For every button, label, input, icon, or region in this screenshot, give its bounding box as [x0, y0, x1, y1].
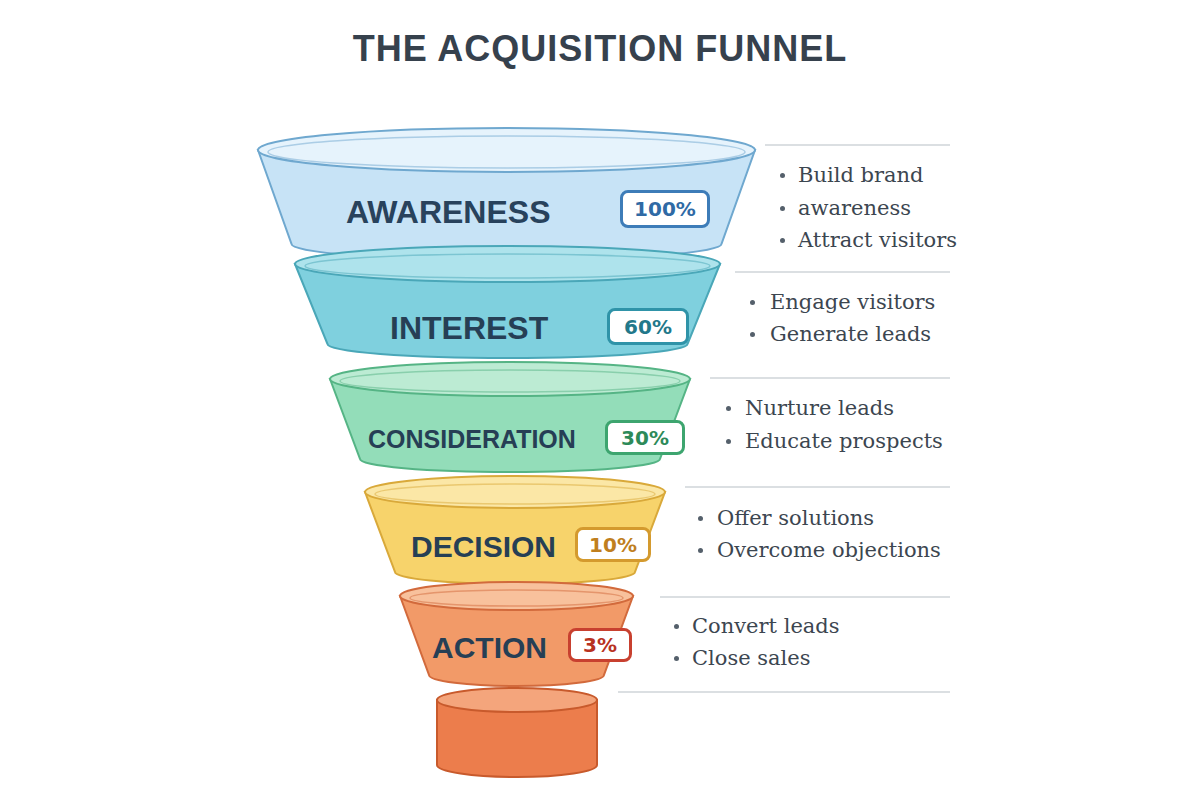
band-rim [330, 362, 690, 396]
funnel-band: CONSIDERATION 30% [330, 362, 690, 472]
band-rim-inner [375, 484, 655, 504]
bullet-dot [698, 548, 703, 553]
stage-name: ACTION [432, 631, 547, 665]
funnel-band: ACTION 3% [400, 582, 633, 686]
bullet-dot [780, 206, 785, 211]
band-rim-inner [268, 136, 745, 168]
band-rim [258, 128, 755, 172]
percent-badge: 30% [605, 420, 685, 455]
percent-value: 10% [589, 533, 637, 557]
bullet-dot [780, 238, 785, 243]
percent-value: 100% [634, 197, 696, 221]
bullet-dot [750, 332, 755, 337]
percent-badge: 3% [568, 628, 632, 662]
bullet-text: Build brand [798, 163, 923, 187]
percent-badge: 60% [607, 308, 689, 345]
bullet-dot [726, 406, 731, 411]
bullet-dot [698, 516, 703, 521]
bullet-text: Convert leads [692, 614, 840, 638]
bullet-dot [674, 624, 679, 629]
bullet-text: Educate prospects [745, 429, 943, 453]
stage-name: AWARENESS [346, 194, 550, 231]
diagram-title: THE ACQUISITION FUNNEL [0, 28, 1200, 70]
bullet-dot [750, 300, 755, 305]
bullet-text: Offer solutions [717, 506, 874, 530]
band-rim-inner [305, 254, 710, 278]
percent-badge: 10% [575, 527, 651, 562]
stage-name: DECISION [411, 530, 556, 564]
band-shape [330, 362, 690, 472]
bullet-text: Close sales [692, 646, 811, 670]
band-rim-inner [340, 370, 680, 392]
stage-name: INTEREST [390, 310, 548, 347]
funnel-band: DECISION 10% [365, 476, 665, 584]
band-rim [365, 476, 665, 508]
band-rim [295, 246, 720, 282]
bullet-text: Generate leads [770, 322, 931, 346]
bullet-dot [726, 439, 731, 444]
band-rim [400, 582, 633, 610]
percent-value: 60% [624, 315, 672, 339]
percent-value: 30% [621, 426, 669, 450]
bullet-text: awareness [798, 196, 911, 220]
stage-name: CONSIDERATION [368, 425, 576, 454]
funnel-spout [437, 688, 597, 777]
percent-value: 3% [583, 633, 617, 657]
bullet-dot [780, 173, 785, 178]
band-rim-inner [410, 590, 623, 606]
bullet-text: Nurture leads [745, 396, 894, 420]
bullet-text: Engage visitors [770, 290, 935, 314]
funnel-band: INTEREST 60% [295, 246, 720, 358]
bullet-text: Overcome objections [717, 538, 941, 562]
funnel-band: AWARENESS 100% [258, 128, 755, 260]
bullet-dot [674, 656, 679, 661]
percent-badge: 100% [620, 190, 710, 228]
bullet-text: Attract visitors [798, 228, 957, 252]
